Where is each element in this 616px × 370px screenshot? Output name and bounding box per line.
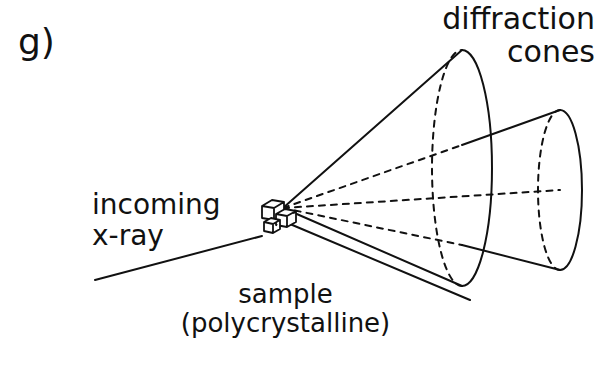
part-letter: g) <box>18 22 88 62</box>
cone-rim <box>560 110 582 270</box>
beam-label: incoming x-ray <box>92 190 242 252</box>
cone-rim-hidden <box>432 50 462 286</box>
cone-axis <box>283 190 560 208</box>
sample-crystals <box>262 200 296 233</box>
sample-label: sample (polycrystalline) <box>178 280 393 337</box>
cone-label: diffraction cones <box>365 2 595 68</box>
cone-edge <box>283 50 462 208</box>
cone-edge-hidden <box>283 208 462 245</box>
crystal <box>264 218 280 233</box>
cone-edge-hidden <box>283 145 462 208</box>
